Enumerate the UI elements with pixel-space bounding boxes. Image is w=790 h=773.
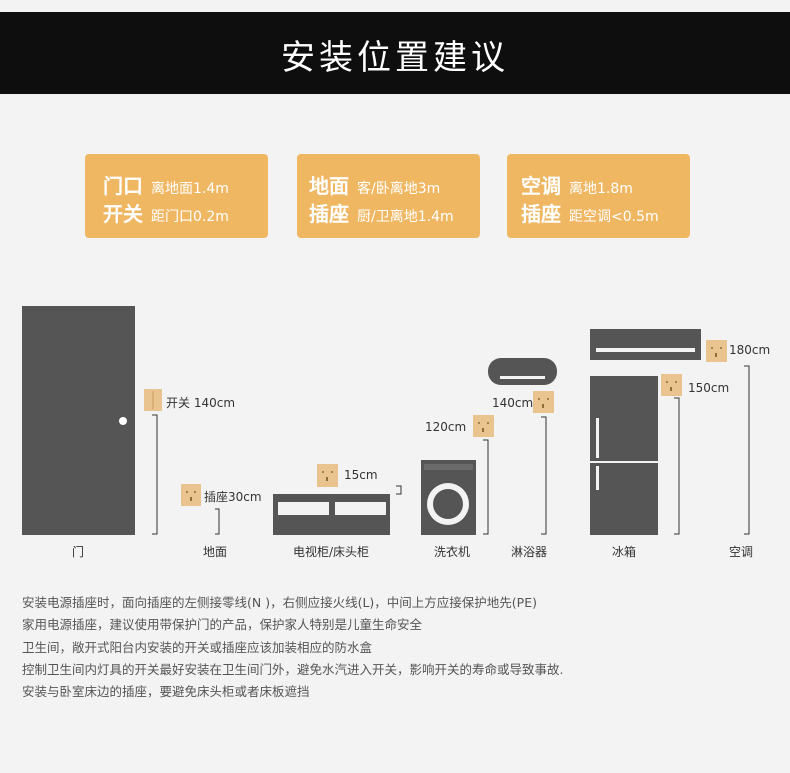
floor-socket-tag: 插座30cm	[204, 490, 262, 504]
card-ac-socket: 空调 离地1.8m 插座 距空调<0.5m	[507, 154, 690, 238]
fridge-socket-height-line	[674, 397, 680, 535]
ac-socket-tag: 180cm	[729, 343, 771, 357]
card-value: 厨/卫离地1.4m	[357, 209, 454, 225]
fridge-socket-plate	[661, 374, 682, 396]
diagram-illustrations	[22, 306, 750, 535]
label-air-conditioner: 空调	[728, 545, 754, 559]
fridge-socket-tag: 150cm	[688, 381, 730, 395]
floor-socket-plate	[181, 484, 201, 506]
header-band: 安装位置建议	[0, 12, 790, 94]
card-floor-socket: 地面 客/卧离地3m 插座 厨/卫离地1.4m	[297, 154, 480, 238]
shower-socket-plate	[533, 391, 554, 413]
card-label: 插座	[521, 202, 561, 226]
card-label: 开关	[103, 202, 143, 226]
door-handle	[119, 417, 127, 425]
washer-socket-plate	[473, 415, 494, 437]
ac-socket-height-line	[744, 365, 750, 535]
card-label: 门口	[103, 174, 143, 198]
tv-socket-height-line	[396, 485, 402, 495]
page-title: 安装位置建议	[281, 38, 509, 78]
installation-diagram: 开关 140cm 插座30cm 15cm 120cm 140cm 150cm 1…	[0, 290, 790, 570]
shower-heater-illustration	[488, 358, 557, 385]
floor-socket-height-line	[215, 508, 220, 535]
label-shower: 淋浴器	[510, 545, 548, 559]
card-label: 空调	[521, 174, 561, 198]
card-row: 插座 距空调<0.5m	[521, 198, 659, 226]
washer-socket-tag: 120cm	[425, 420, 467, 434]
label-refrigerator: 冰箱	[611, 545, 637, 559]
tv-socket-plate	[317, 464, 338, 487]
air-conditioner-illustration	[590, 329, 701, 360]
card-door-switch: 门口 离地面1.4m 开关 距门口0.2m	[85, 154, 268, 238]
label-tv-cabinet: 电视柜/床头柜	[292, 545, 370, 559]
refrigerator-illustration	[590, 376, 658, 535]
label-washing-machine: 洗衣机	[433, 545, 471, 559]
note-line: 卫生间，敞开式阳台内安装的开关或插座应该加装相应的防水盒	[22, 639, 373, 655]
card-row: 地面 客/卧离地3m	[309, 170, 440, 198]
ac-socket-plate	[706, 340, 727, 362]
card-value: 距门口0.2m	[151, 209, 229, 225]
card-row: 空调 离地1.8m	[521, 170, 633, 198]
card-value: 离地1.8m	[569, 181, 633, 197]
note-line: 安装电源插座时，面向插座的左侧接零线(N )，右侧应接火线(L)，中间上方应接保…	[22, 595, 537, 610]
card-value: 离地面1.4m	[151, 181, 229, 197]
installation-notes: 安装电源插座时，面向插座的左侧接零线(N )，右侧应接火线(L)，中间上方应接保…	[22, 592, 782, 703]
shower-socket-tag: 140cm	[492, 396, 534, 410]
note-line: 家用电源插座，建议使用带保护门的产品，保护家人特别是儿童生命安全	[22, 617, 423, 633]
door-switch-tag: 开关 140cm	[166, 396, 236, 410]
card-row: 开关 距门口0.2m	[103, 198, 229, 226]
washer-socket-height-line	[483, 439, 489, 535]
tv-socket-tag: 15cm	[344, 468, 378, 482]
note-line: 控制卫生间内灯具的开关最好安装在卫生间门外，避免水汽进入开关，影响开关的寿命或导…	[22, 661, 564, 677]
shower-socket-height-line	[541, 416, 547, 535]
label-floor: 地面	[202, 545, 228, 559]
card-label: 地面	[309, 174, 349, 198]
card-row: 插座 厨/卫离地1.4m	[309, 198, 454, 226]
card-label: 插座	[309, 202, 349, 226]
label-door: 门	[71, 545, 85, 559]
card-row: 门口 离地面1.4m	[103, 170, 229, 198]
card-value: 距空调<0.5m	[569, 209, 659, 225]
door-illustration	[22, 306, 135, 535]
note-line: 安装与卧室床边的插座，要避免床头柜或者床板遮挡	[22, 684, 310, 700]
card-value: 客/卧离地3m	[357, 181, 441, 197]
door-switch-height-line	[152, 414, 158, 535]
